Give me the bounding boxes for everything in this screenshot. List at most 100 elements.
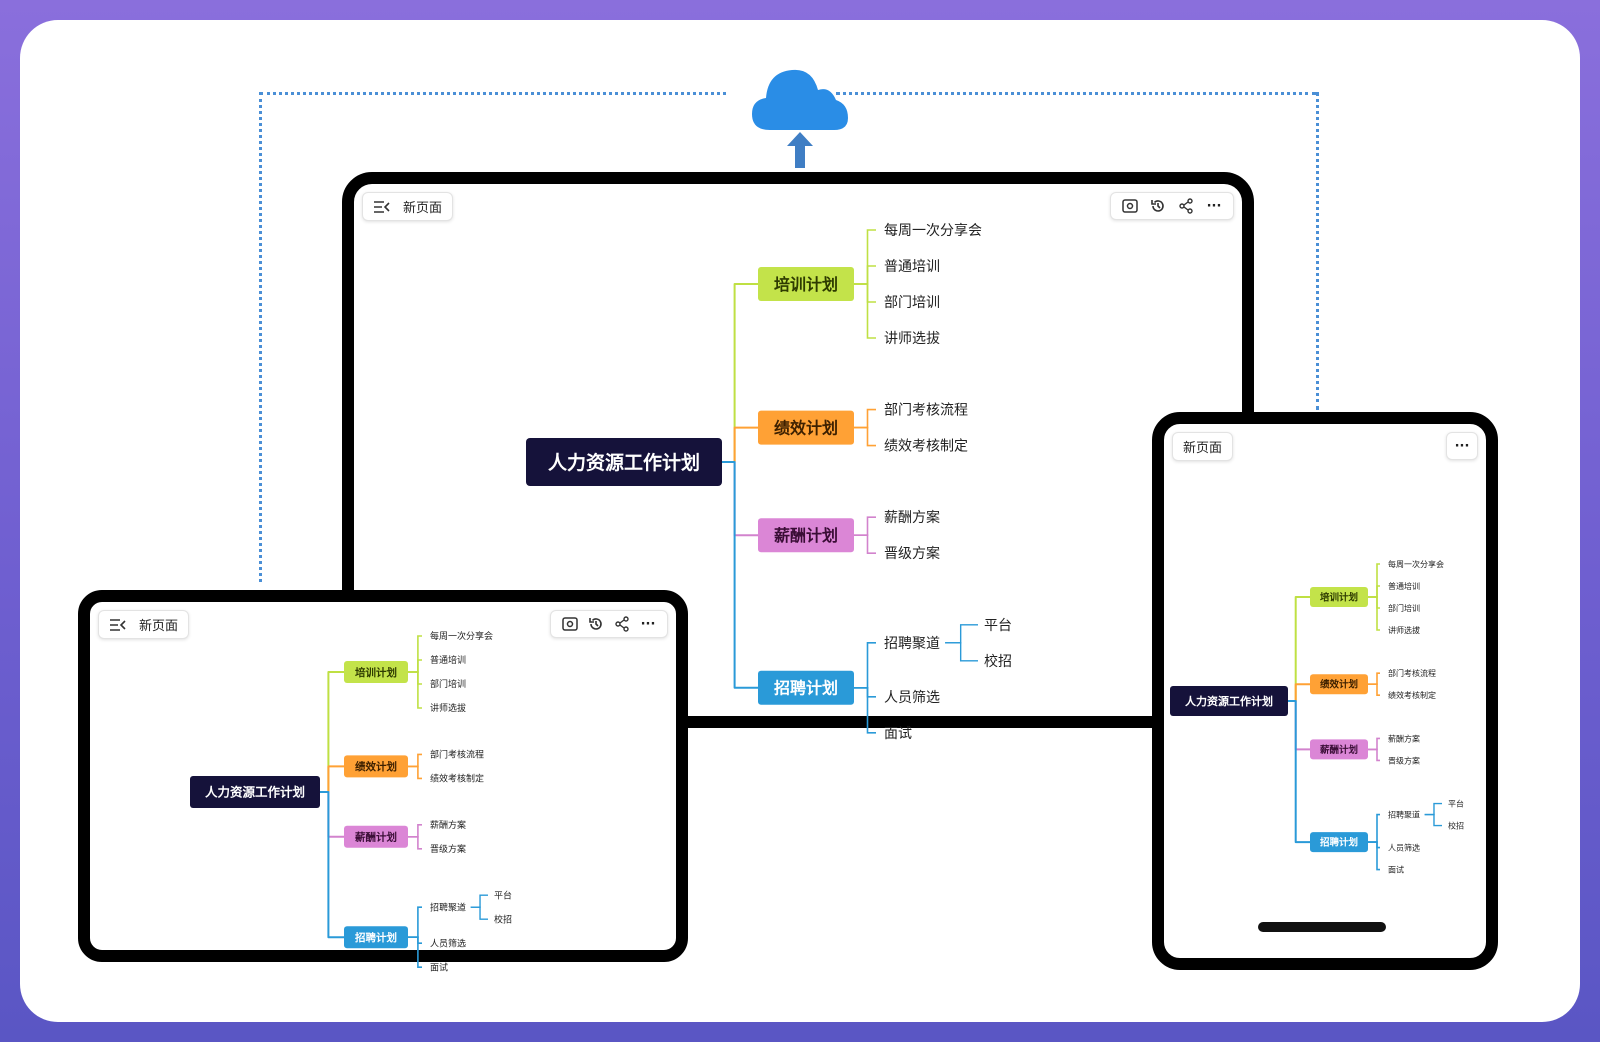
connector-line <box>408 824 422 838</box>
leaf-node[interactable]: 绩效考核制定 <box>884 439 968 455</box>
branch-node-label: 招聘计划 <box>355 931 397 944</box>
root-node[interactable] <box>526 438 722 486</box>
desktop-actions: ··· <box>1110 192 1234 220</box>
sub-leaf-node[interactable]: 校招 <box>1448 820 1464 830</box>
page-title-pill[interactable]: 新页面 <box>362 192 454 221</box>
root-node[interactable] <box>190 776 320 808</box>
sidebar-collapse-icon[interactable] <box>373 198 391 216</box>
branch-node[interactable] <box>344 926 408 949</box>
page-title: 新页面 <box>1183 441 1223 456</box>
leaf-node[interactable]: 招聘聚道 <box>884 636 940 652</box>
branch-node[interactable] <box>344 825 408 848</box>
leaf-node[interactable]: 部门考核流程 <box>430 749 484 761</box>
branch-node[interactable] <box>758 267 854 301</box>
connector-line <box>408 753 422 768</box>
leaf-node[interactable]: 薪酬方案 <box>1388 733 1420 743</box>
sync-line-left-vertical <box>259 92 262 582</box>
more-dots-icon[interactable]: ··· <box>1454 438 1470 454</box>
leaf-node[interactable]: 部门考核流程 <box>884 403 968 419</box>
leaf-node[interactable]: 人员筛选 <box>884 690 940 706</box>
leaf-node[interactable]: 普通培训 <box>430 654 466 666</box>
page-title: 新页面 <box>139 619 179 634</box>
branch-node[interactable] <box>758 410 854 445</box>
connector-line <box>854 426 876 447</box>
leaf-node[interactable]: 绩效考核制定 <box>1388 690 1436 700</box>
leaf-node[interactable]: 讲师选拔 <box>884 331 940 347</box>
branch-node[interactable] <box>1310 739 1368 760</box>
branch-node-label: 绩效计划 <box>355 760 397 773</box>
connector-line <box>854 265 876 285</box>
branch-node[interactable] <box>758 670 854 705</box>
phone-page-title-pill[interactable]: 新页面 <box>1172 432 1234 461</box>
eye-preview-icon[interactable] <box>1121 197 1139 215</box>
leaf-node[interactable]: 晋级方案 <box>1388 755 1420 765</box>
eye-preview-icon[interactable] <box>561 615 579 633</box>
branch-node[interactable] <box>344 755 408 778</box>
leaf-node[interactable]: 招聘聚道 <box>1388 809 1420 819</box>
share-icon[interactable] <box>1177 197 1195 215</box>
connector-line <box>1368 672 1380 685</box>
more-dots-icon[interactable]: ··· <box>640 616 656 632</box>
sub-leaf-node[interactable]: 平台 <box>1448 798 1464 808</box>
history-icon[interactable] <box>587 615 605 633</box>
sub-leaf-node[interactable]: 校招 <box>494 913 512 925</box>
more-dots-icon[interactable]: ··· <box>1206 198 1222 214</box>
connector-line <box>1368 585 1380 598</box>
branch-node[interactable] <box>1310 674 1368 695</box>
leaf-node[interactable]: 每周一次分享会 <box>430 630 493 642</box>
branch-node[interactable] <box>1310 587 1368 607</box>
connector-line <box>854 687 876 698</box>
leaf-node[interactable]: 绩效考核制定 <box>430 773 484 785</box>
connector-line <box>1288 596 1310 702</box>
sidebar-collapse-icon[interactable] <box>109 616 127 634</box>
leaf-node[interactable]: 普通培训 <box>884 259 940 275</box>
leaf-node[interactable]: 晋级方案 <box>430 843 466 855</box>
branch-node[interactable] <box>344 661 408 683</box>
connector-line <box>854 283 876 339</box>
leaf-node[interactable]: 薪酬方案 <box>884 509 940 526</box>
branch-node-label: 薪酬计划 <box>1320 744 1358 756</box>
leaf-node[interactable]: 晋级方案 <box>884 545 940 562</box>
leaf-node[interactable]: 招聘聚道 <box>430 901 466 913</box>
connector-line <box>945 624 978 644</box>
phone-right-toolbar: ··· <box>1446 432 1478 460</box>
connector-line <box>854 516 876 536</box>
sub-leaf-node[interactable]: 校招 <box>984 653 1012 670</box>
share-icon[interactable] <box>613 615 631 633</box>
connector-line <box>1288 683 1310 702</box>
leaf-node[interactable]: 人员筛选 <box>1388 842 1420 852</box>
tablet-right-toolbar: ··· <box>550 610 668 638</box>
leaf-node[interactable]: 面试 <box>1388 864 1404 874</box>
branch-node[interactable] <box>758 518 854 553</box>
illustration-canvas: 新页面 ··· 人力资源工作计划每周一次分享会普通培训部门培训讲师选拔培训计划部… <box>20 20 1580 1022</box>
leaf-node[interactable]: 每周一次分享会 <box>1388 559 1444 569</box>
connector-line <box>1368 596 1380 609</box>
leaf-node[interactable]: 薪酬方案 <box>430 819 466 831</box>
leaf-node[interactable]: 部门培训 <box>430 678 466 690</box>
tablet-page-title-pill[interactable]: 新页面 <box>98 610 190 639</box>
leaf-node[interactable]: 普通培训 <box>1388 581 1420 591</box>
leaf-node[interactable]: 讲师选拔 <box>430 702 466 714</box>
leaf-node[interactable]: 部门考核流程 <box>1388 668 1436 678</box>
leaf-node[interactable]: 部门培训 <box>1388 603 1420 613</box>
leaf-node[interactable]: 讲师选拔 <box>1388 625 1420 635</box>
desktop-right-toolbar: ··· <box>1110 192 1234 220</box>
connector-line <box>408 635 422 673</box>
sync-line-right <box>836 92 1316 95</box>
leaf-node[interactable]: 每周一次分享会 <box>884 222 982 239</box>
sub-leaf-node[interactable]: 平台 <box>984 618 1012 634</box>
connector-line <box>1368 841 1380 849</box>
connector-line <box>320 791 344 939</box>
phone-frame: 新页面 ··· 人力资源工作计划每周一次分享会普通培训部门培训讲师选拔培训计划部… <box>1152 412 1498 970</box>
leaf-node[interactable]: 面试 <box>430 961 448 973</box>
history-icon[interactable] <box>1149 197 1167 215</box>
leaf-node[interactable]: 部门培训 <box>884 295 940 311</box>
phone-left-toolbar: 新页面 <box>1172 432 1234 461</box>
branch-node[interactable] <box>1310 832 1368 853</box>
sub-leaf-node[interactable]: 平台 <box>494 889 512 901</box>
leaf-node[interactable]: 人员筛选 <box>430 937 466 949</box>
connector-line <box>1288 700 1310 751</box>
connector-line <box>408 936 422 944</box>
root-node[interactable] <box>1170 686 1288 716</box>
leaf-node[interactable]: 面试 <box>884 726 912 742</box>
